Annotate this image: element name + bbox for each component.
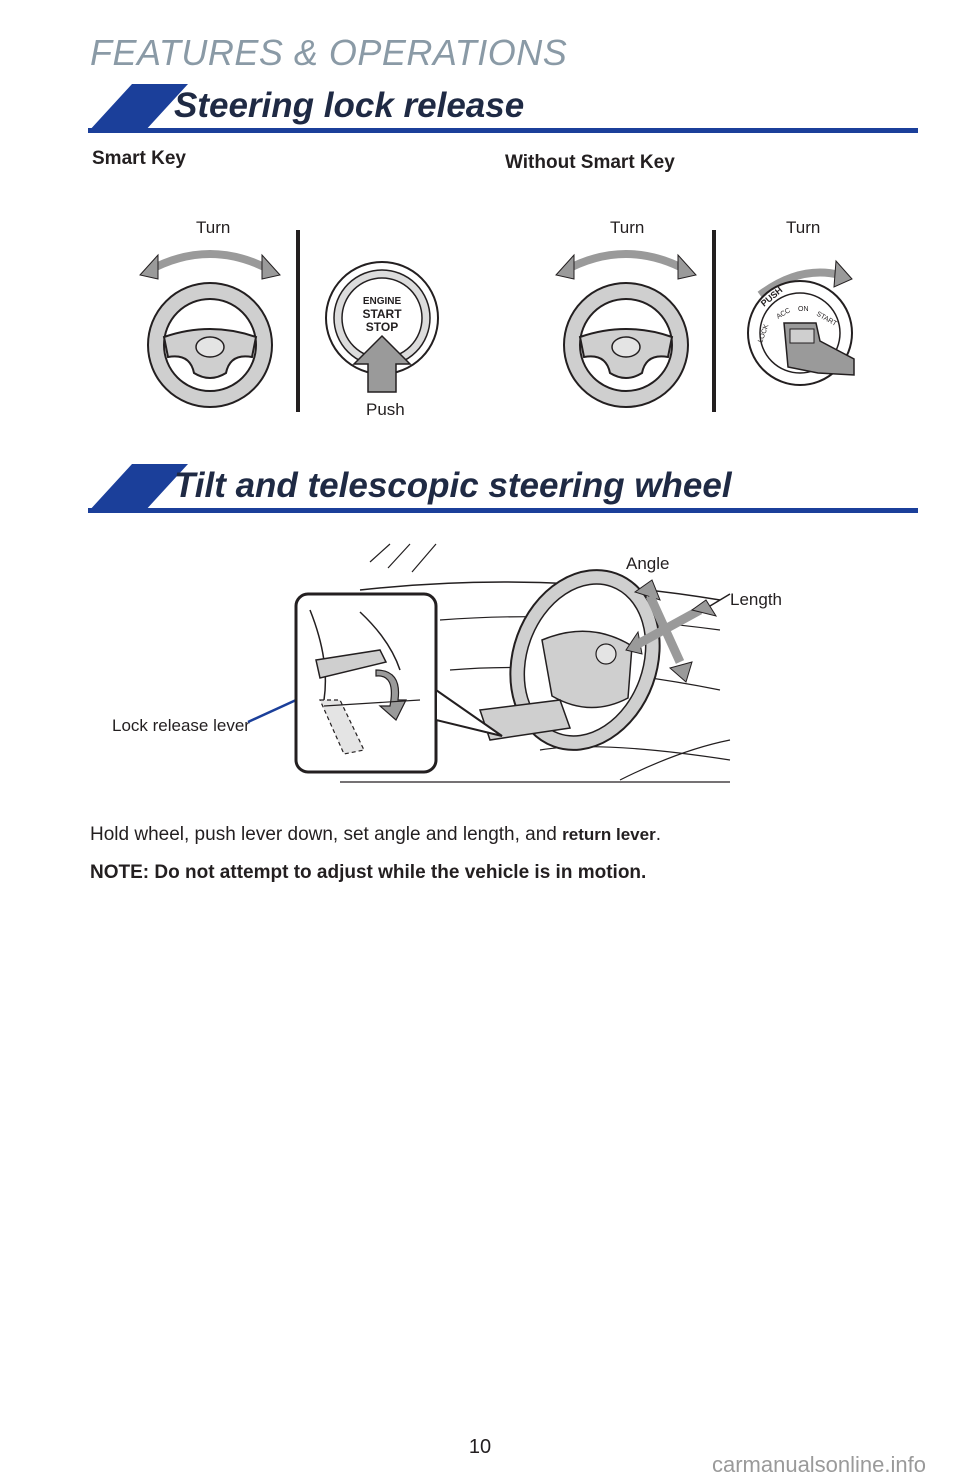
- start-label: START: [362, 307, 402, 321]
- chapter-heading: FEATURES & OPERATIONS: [90, 32, 568, 73]
- divider: [296, 230, 300, 412]
- watermark: carmanualsonline.info: [711, 1452, 926, 1477]
- section-title: Tilt and telescopic steering wheel: [174, 466, 732, 505]
- stop-label: STOP: [366, 320, 398, 334]
- instruction-suffix: .: [655, 824, 661, 845]
- section-header-tilt-telescopic: Tilt and telescopic steering wheel: [88, 464, 918, 514]
- ignition-key-icon: PUSH LOCK ACC ON START: [747, 259, 855, 386]
- steering-adjustment-illustration: [247, 543, 731, 783]
- on-position-label: ON: [798, 306, 809, 313]
- turn-label: Turn: [196, 218, 231, 237]
- steering-wheel-icon: [139, 250, 281, 408]
- page-number: 10: [468, 1436, 492, 1458]
- lock-release-lever-label: Lock release lever: [112, 716, 250, 735]
- instruction-prefix: Hold wheel, push lever down, set angle a…: [90, 824, 563, 845]
- push-arrow-icon: [352, 334, 412, 393]
- smart-key-label: Smart Key: [92, 148, 186, 169]
- steering-wheel-icon: [555, 250, 697, 408]
- push-label: Push: [366, 400, 405, 419]
- section-title: Steering lock release: [174, 86, 525, 125]
- divider: [712, 230, 716, 412]
- length-label: Length: [730, 590, 782, 609]
- safety-note: NOTE: Do not attempt to adjust while the…: [90, 862, 647, 883]
- engine-start-stop-button-icon: ENGINE START STOP: [325, 261, 439, 393]
- turn-label: Turn: [786, 218, 821, 237]
- section-header-steering-lock: Steering lock release: [88, 84, 918, 134]
- section-header-band: [88, 84, 918, 133]
- instruction-bold: return lever: [562, 825, 656, 844]
- angle-label: Angle: [626, 554, 670, 573]
- instruction-text: Hold wheel, push lever down, set angle a…: [90, 824, 661, 846]
- turn-label: Turn: [610, 218, 645, 237]
- without-smart-key-label: Without Smart Key: [505, 152, 675, 173]
- engine-label: ENGINE: [363, 296, 402, 307]
- section-header-band: [88, 464, 918, 513]
